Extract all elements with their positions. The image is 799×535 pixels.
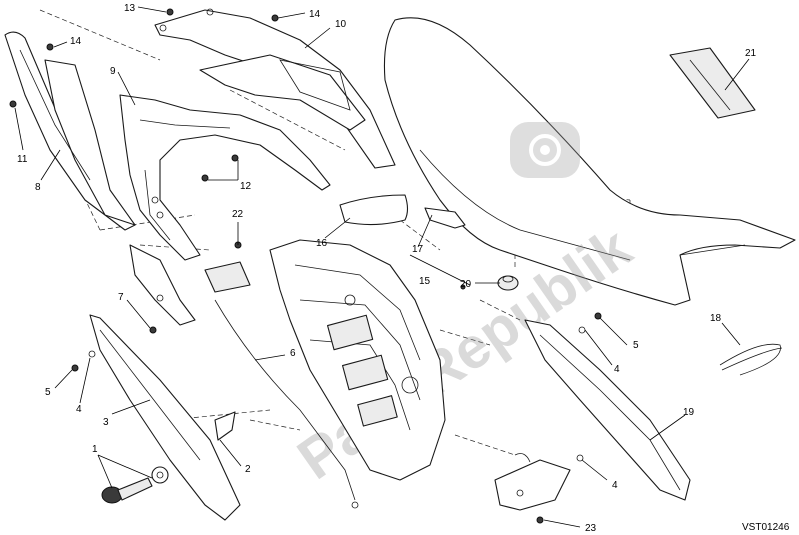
clip-icon [460,284,466,290]
callout-labels: 13 14 10 14 9 11 8 12 22 16 17 15 20 21 … [17,3,757,534]
seat [383,17,796,306]
callout-4a: 4 [76,404,82,415]
washer-icon [578,326,586,334]
screw-icon [594,312,602,320]
screw-icon [46,43,54,51]
callout-10: 10 [335,19,347,30]
screw-icon [201,174,209,182]
callout-17: 17 [412,244,424,255]
callout-1: 1 [92,444,98,455]
callout-14a: 14 [309,9,321,20]
seat-cable [719,343,783,376]
callout-22: 22 [232,209,244,220]
seat-pad [339,194,409,226]
callout-12: 12 [240,181,252,192]
strap [409,207,471,286]
callout-14b: 14 [70,36,82,47]
lower-rail-frame [119,94,331,261]
callout-20: 20 [460,279,472,290]
washer-icon [88,350,96,358]
callout-6: 6 [290,348,296,359]
callout-5a: 5 [45,387,51,398]
callout-19: 19 [683,407,695,418]
fasteners [9,8,602,524]
rear-bracket [494,453,571,511]
callout-3: 3 [103,417,109,428]
callout-4c: 4 [612,480,618,491]
screw-icon [71,364,79,372]
callout-16: 16 [316,238,328,249]
screw-icon [166,8,174,16]
callout-18: 18 [710,313,722,324]
left-lower-cover [89,314,241,521]
washer-icon [576,454,584,462]
callout-2: 2 [245,464,251,475]
screw-icon [271,14,279,22]
screw-icon [9,100,17,108]
leader-lines [14,6,750,528]
callout-4b: 4 [614,364,620,375]
lock-key [101,466,169,504]
callout-7: 7 [118,292,124,303]
screw-icon [149,326,157,334]
under-tray [269,239,446,481]
callout-13: 13 [124,3,136,14]
owner-manual [669,47,756,119]
rubber-grommet [497,275,519,291]
callout-8: 8 [35,182,41,193]
side-bracket [129,244,196,326]
callout-15: 15 [419,276,431,287]
callout-9: 9 [110,66,116,77]
screw-icon [536,516,544,524]
callout-11: 11 [17,154,28,165]
bracket-small [214,411,236,441]
grab-rail [154,8,396,169]
left-side-panel [4,31,136,231]
callout-21: 21 [745,48,757,59]
right-lower-cover [524,319,691,501]
latch-cable [204,261,359,509]
screw-icon [231,154,239,162]
callout-5b: 5 [633,340,639,351]
drawing-reference: VST01246 [742,522,790,533]
callout-23: 23 [585,523,597,534]
